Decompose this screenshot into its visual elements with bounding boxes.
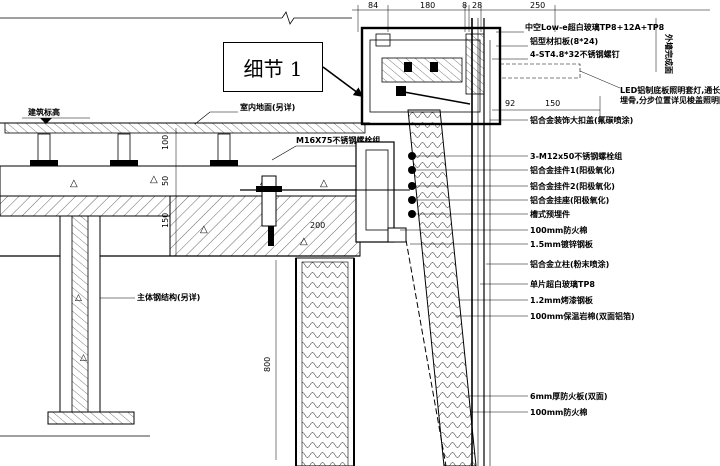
- concrete-slab: △ △ △ △ △ △: [0, 165, 361, 257]
- label-fire2: 100mm防火棉: [530, 407, 587, 417]
- label-main-steel: 主体钢结构(另详): [137, 292, 200, 302]
- facade-bracket: [355, 141, 416, 243]
- svg-text:50: 50: [161, 176, 170, 186]
- detail-callout-box: 细节 1: [223, 42, 323, 92]
- svg-text:△: △: [300, 236, 308, 247]
- dim-180: 180: [420, 1, 435, 10]
- label-hang2: 铝合金挂件2(阳极氧化): [530, 181, 615, 191]
- label-single-glass: 单片超白玻璃TP8: [530, 279, 595, 289]
- label-alu-wrap: 铝合金装饰大扣盖(氟碳喷涂): [530, 115, 633, 125]
- dim-84: 84: [368, 1, 378, 10]
- top-dimension-line: 84 180 8 28 250: [352, 1, 710, 32]
- callout-arrow: [322, 66, 364, 97]
- svg-text:100: 100: [161, 135, 170, 150]
- svg-text:92: 92: [505, 99, 515, 108]
- label-alu-cover: 铝型材扣板(8*24): [530, 36, 598, 46]
- label-side-vertical: 外墙完成面: [664, 34, 674, 74]
- top-break-line: [0, 11, 352, 25]
- floor-finish: [0, 122, 370, 134]
- left-vertical-dims: 100 50 150 800: [161, 128, 277, 460]
- lower-insulation-column: [295, 257, 355, 466]
- svg-text:△: △: [320, 178, 328, 189]
- label-steel-sheet: 1.2mm烤漆钢板: [530, 295, 594, 305]
- svg-text:△: △: [70, 178, 78, 189]
- label-insulation: 100mm保温岩棉(双面铝箔): [530, 311, 635, 321]
- label-building-level: 建筑标高: [27, 107, 60, 117]
- svg-text:200: 200: [310, 221, 325, 230]
- label-screw: 4-ST4.8*32不锈钢螺钉: [530, 49, 620, 59]
- glass-facade: [471, 18, 491, 466]
- svg-text:800: 800: [263, 357, 272, 372]
- detail-callout-label: 细节 1: [243, 56, 303, 81]
- label-embed: 槽式预埋件: [530, 209, 570, 219]
- svg-text:△: △: [80, 353, 87, 363]
- svg-text:△: △: [150, 174, 158, 185]
- label-led2: 埋骨,分步位置详见梭盖照明图纸: [620, 95, 720, 105]
- dim-8: 8: [462, 1, 467, 10]
- label-alu-column: 铝合金立柱(粉末喷涂): [530, 259, 609, 269]
- building-level-marker: 建筑标高: [22, 107, 90, 124]
- label-hang3: 铝合金挂座(阳极氧化): [530, 195, 609, 205]
- label-glass: 中空Low-e超白玻璃TP8+12A+TP8: [525, 22, 665, 32]
- label-interior-floor: 室内地面(另详): [240, 102, 295, 112]
- dim-250: 250: [530, 1, 545, 10]
- dim-28: 28: [472, 1, 482, 10]
- right-labels: 中空Low-e超白玻璃TP8+12A+TP8 铝型材扣板(8*24) 4-ST4…: [400, 18, 720, 417]
- floor-pedestals: [30, 133, 238, 166]
- label-led: LED铝制底板照明套灯,通长安装: [620, 85, 720, 95]
- slanted-insulation-panel: [405, 109, 477, 466]
- label-fire-board: 6mm厚防火板(双面): [530, 391, 608, 401]
- label-galv: 1.5mm镀锌钢板: [530, 239, 594, 249]
- svg-text:△: △: [200, 224, 208, 235]
- label-fire1: 100mm防火棉: [530, 225, 587, 235]
- label-bolt2: 3-M12x50不锈钢螺栓组: [530, 151, 622, 161]
- main-steel-beam: △ △: [0, 215, 360, 437]
- svg-text:150: 150: [161, 213, 170, 228]
- svg-text:150: 150: [545, 99, 560, 108]
- label-bolt: M16X75不锈钢螺栓组: [296, 135, 380, 145]
- svg-text:△: △: [75, 293, 82, 303]
- label-hang1: 铝合金挂件1(阳极氧化): [530, 165, 615, 175]
